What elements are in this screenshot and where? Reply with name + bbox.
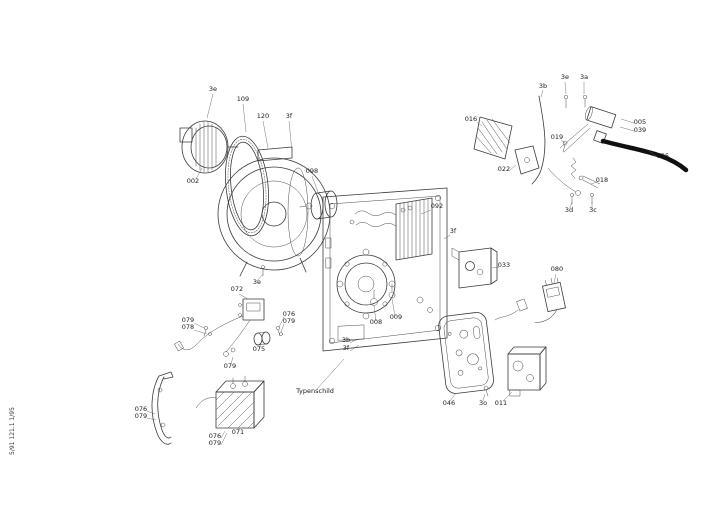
part-label: 3f xyxy=(450,227,457,235)
part-label: 071 xyxy=(232,428,244,436)
part-label: 033 xyxy=(498,261,510,269)
fittings xyxy=(370,283,396,306)
part-label: 009 xyxy=(390,313,402,321)
ignition-unit xyxy=(354,197,433,261)
part-label: 072 xyxy=(231,285,243,293)
burner-housing-plate xyxy=(322,187,448,352)
control-box xyxy=(451,247,498,289)
part-label: 046 xyxy=(443,399,455,407)
part-label: 008 xyxy=(370,318,382,326)
part-label: 078 xyxy=(182,323,194,331)
part-label: 076 xyxy=(283,310,295,318)
part-label: 079 xyxy=(283,317,295,325)
part-label: 109 xyxy=(237,95,249,103)
motor xyxy=(179,120,239,174)
part-label: 080 xyxy=(551,265,563,273)
part-label: 035 xyxy=(657,152,669,160)
part-label: 076 xyxy=(135,405,147,413)
part-label: 018 xyxy=(596,176,608,184)
part-label: 079 xyxy=(224,362,236,370)
part-label: 019 xyxy=(551,133,563,141)
footer-code: 5/91 121.1 1/95 xyxy=(9,407,16,455)
part-label: 079 xyxy=(209,439,221,447)
part-label: 3a xyxy=(580,73,588,81)
part-label: 3c xyxy=(589,206,597,214)
part-label: 076 xyxy=(209,432,221,440)
part-label: 3b xyxy=(342,336,350,344)
part-label: 3e xyxy=(561,73,569,81)
part-label: 079 xyxy=(182,316,194,324)
air-housing xyxy=(438,312,494,394)
part-label: 016 xyxy=(465,115,477,123)
nozzle-assembly xyxy=(473,94,689,205)
transformer xyxy=(195,375,265,429)
leader-lines xyxy=(146,81,658,446)
small-connector xyxy=(494,298,528,321)
part-label: 075 xyxy=(253,345,265,353)
part-label: 005 xyxy=(634,118,646,126)
part-label: 3o xyxy=(479,399,487,407)
part-label: 120 xyxy=(257,112,269,120)
labels-layer: 3e 109 120 3f 002 098 3e 092 3f 033 080 016 3b 3e 3a 00… xyxy=(135,73,669,447)
part-label: 3f xyxy=(286,112,293,120)
pump xyxy=(507,346,547,397)
part-label: 039 xyxy=(634,126,646,134)
part-label: 098 xyxy=(306,167,318,175)
part-label: 3d xyxy=(565,206,573,214)
nozzle-cable xyxy=(600,138,689,173)
gasket-ring xyxy=(225,135,269,237)
switch-photocell-group xyxy=(174,298,283,357)
part-label: 3e xyxy=(253,278,261,286)
mounting-bracket xyxy=(151,371,174,445)
part-label: 011 xyxy=(495,399,507,407)
part-label: Typenschild xyxy=(295,387,334,395)
part-label: 3e xyxy=(209,85,217,93)
part-label: 002 xyxy=(187,177,199,185)
type-plate xyxy=(337,324,365,341)
part-label: 022 xyxy=(498,165,510,173)
part-label: 079 xyxy=(135,412,147,420)
part-label: 092 xyxy=(431,202,443,210)
part-label: 3f xyxy=(343,344,350,352)
screw-3o xyxy=(483,385,489,397)
part-label: 3b xyxy=(539,82,547,90)
plug-connector xyxy=(534,277,566,323)
